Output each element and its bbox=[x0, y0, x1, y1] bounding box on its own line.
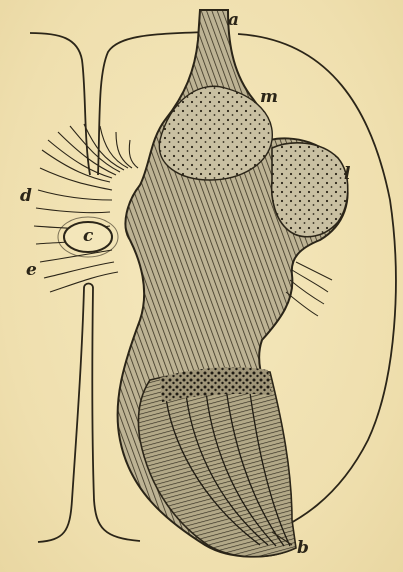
lobe-l bbox=[272, 143, 348, 237]
label-a: a bbox=[228, 12, 239, 29]
label-d: d bbox=[20, 188, 32, 205]
label-e: e bbox=[26, 262, 37, 279]
fibre-fan-d bbox=[34, 124, 138, 292]
label-l: l bbox=[344, 166, 350, 183]
lobe-m bbox=[159, 86, 272, 180]
label-m: m bbox=[260, 89, 278, 106]
lateral-fibres bbox=[286, 262, 332, 316]
label-c: c bbox=[83, 228, 93, 245]
label-b: b bbox=[297, 540, 309, 557]
